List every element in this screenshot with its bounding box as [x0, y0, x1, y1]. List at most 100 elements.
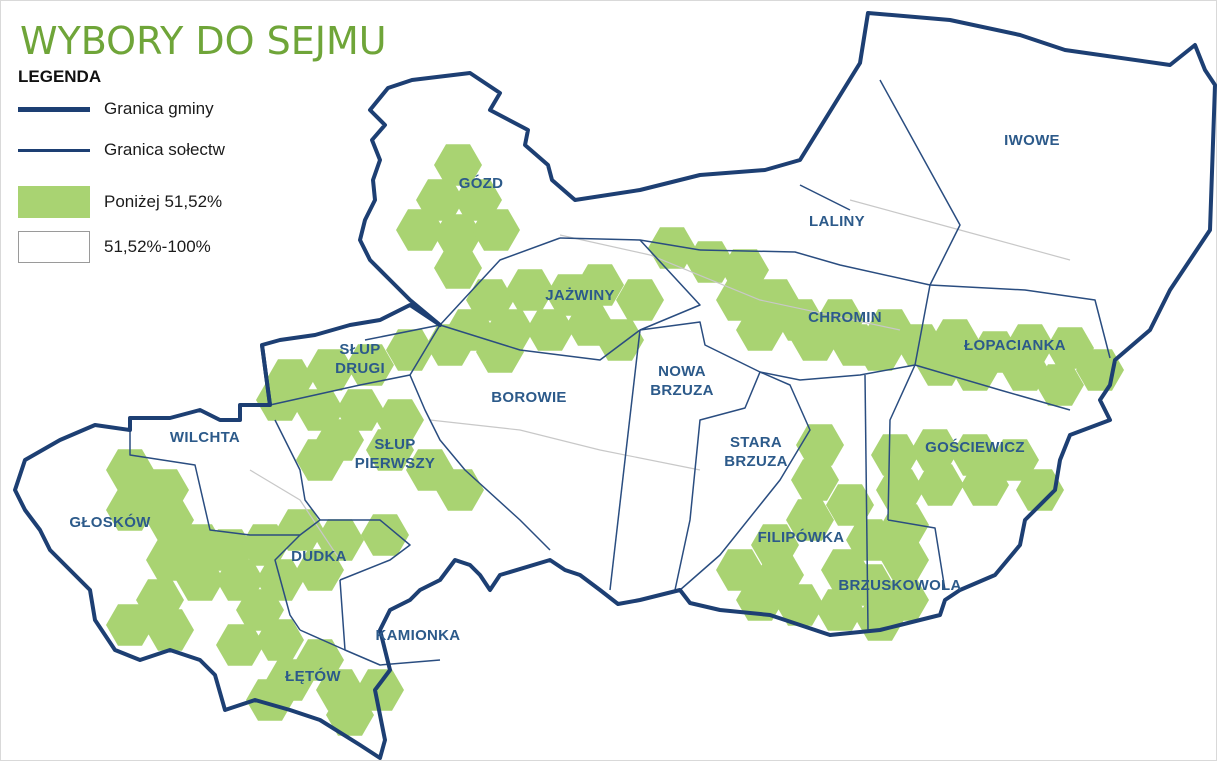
- hexagon-cell: [1036, 364, 1084, 406]
- legend-item-village-border: Granica sołectw: [18, 135, 225, 165]
- village-border: [409, 374, 551, 551]
- village-label: GÓZD: [459, 174, 504, 192]
- village-border-swatch: [18, 148, 90, 152]
- hexagon-cell: [386, 329, 434, 371]
- village-borders: [129, 79, 1111, 666]
- hexagon-cell: [361, 514, 409, 556]
- hexagon-cell: [736, 309, 784, 351]
- hexagon-cell: [846, 519, 894, 561]
- hexagon-cell: [1046, 327, 1094, 369]
- village-label: BOROWIE: [491, 389, 566, 406]
- hexagon-cell: [326, 694, 374, 736]
- page-title: WYBORY DO SEJMU: [20, 19, 387, 63]
- hexagon-cell: [146, 609, 194, 651]
- hexagon-cell: [786, 499, 834, 541]
- legend-label: Granica gminy: [104, 99, 214, 118]
- village-border: [929, 284, 1111, 359]
- hexagon-cell: [648, 227, 696, 269]
- village-label: GŁOSKÓW: [69, 513, 151, 531]
- village-border: [269, 374, 411, 406]
- road-line: [429, 419, 701, 471]
- hexagon-cell: [276, 509, 324, 551]
- village-border: [274, 534, 301, 631]
- village-border: [864, 374, 869, 631]
- hexagon-cell: [434, 214, 482, 256]
- hexagon-cell: [881, 504, 929, 546]
- village-border: [409, 324, 441, 376]
- hexagon-cell: [916, 464, 964, 506]
- hexagon-cell: [576, 264, 624, 306]
- village-labels: GÓZD JAŻWINY LALINY IWOWE CHROMIN ŁOPACIANKA S…: [69, 132, 1066, 685]
- hexagon-cell: [816, 589, 864, 631]
- hexagon-cell: [296, 549, 344, 591]
- legend-label: Poniżej 51,52%: [104, 192, 223, 211]
- hexagon-cell: [596, 319, 644, 361]
- village-label: CHROMIN: [808, 309, 882, 326]
- hexagon-cell: [826, 484, 874, 526]
- village-border: [299, 629, 346, 651]
- village-border: [609, 329, 641, 591]
- village-label: IWOWE: [1004, 132, 1060, 149]
- village-label: FILIPÓWKA: [758, 528, 845, 546]
- hexagon-cell: [434, 247, 482, 289]
- hexagon-cell: [434, 144, 482, 186]
- road-line: [559, 234, 901, 331]
- hexagon-cell: [991, 439, 1039, 481]
- hexagon-cell: [1016, 469, 1064, 511]
- village-border: [639, 321, 1071, 411]
- legend-item-municipality-border: Granica gminy: [18, 94, 214, 124]
- hexagon-cell: [106, 489, 154, 531]
- hexagon-cell: [396, 209, 444, 251]
- village-border: [339, 579, 441, 666]
- village-border: [674, 371, 761, 591]
- legend-label: 51,52%-100%: [104, 237, 211, 256]
- hexagon-cell: [176, 559, 224, 601]
- hexagon-cell: [426, 324, 474, 366]
- village-border: [639, 239, 701, 331]
- village-label: BRZUSKOWOLA: [838, 577, 961, 594]
- hexagon-cell: [881, 539, 929, 581]
- legend-heading: LEGENDA: [18, 67, 102, 86]
- village-border: [274, 419, 321, 521]
- hexagon-cell: [791, 319, 839, 361]
- village-label: LALINY: [809, 213, 865, 230]
- hexagon-cell: [776, 584, 824, 626]
- hexagon-cell: [146, 499, 194, 541]
- hexagon-cell: [856, 329, 904, 371]
- village-label: ŁOPACIANKA: [964, 337, 1066, 354]
- hexagon-cell: [246, 679, 294, 721]
- legend-label: Granica sołectw: [104, 140, 225, 159]
- hexagon-cell: [526, 309, 574, 351]
- hexagon-cell: [961, 464, 1009, 506]
- hexagon-cell: [346, 344, 394, 386]
- village-label: JAŻWINY: [545, 287, 615, 304]
- municipality-border: [260, 344, 272, 406]
- village-border: [887, 284, 931, 521]
- road-line: [849, 199, 1071, 261]
- village-border: [699, 249, 931, 286]
- hexagon-cell: [436, 469, 484, 511]
- hexagon-cell: [686, 241, 734, 283]
- municipality-border: [13, 11, 1217, 760]
- hexagon-cell: [216, 624, 264, 666]
- hexagon-cell: [106, 449, 154, 491]
- hexagon-cell: [356, 669, 404, 711]
- road-lines: [249, 199, 1071, 561]
- hexagon-cell: [736, 579, 784, 621]
- village-label: WILCHTA: [170, 429, 240, 446]
- village-label: DUDKA: [291, 548, 347, 565]
- hexagon-cell: [791, 459, 839, 501]
- hexagon-cell: [296, 439, 344, 481]
- hexagon-cell: [616, 279, 664, 321]
- hexagon-cell: [821, 549, 869, 591]
- village-border: [679, 371, 811, 591]
- village-label: KAMIONKA: [376, 627, 461, 644]
- village-border: [799, 184, 851, 211]
- below-threshold-hexagons: [106, 144, 1124, 736]
- village-border: [887, 519, 946, 591]
- legend-item-below-threshold: Poniżej 51,52%: [18, 186, 223, 218]
